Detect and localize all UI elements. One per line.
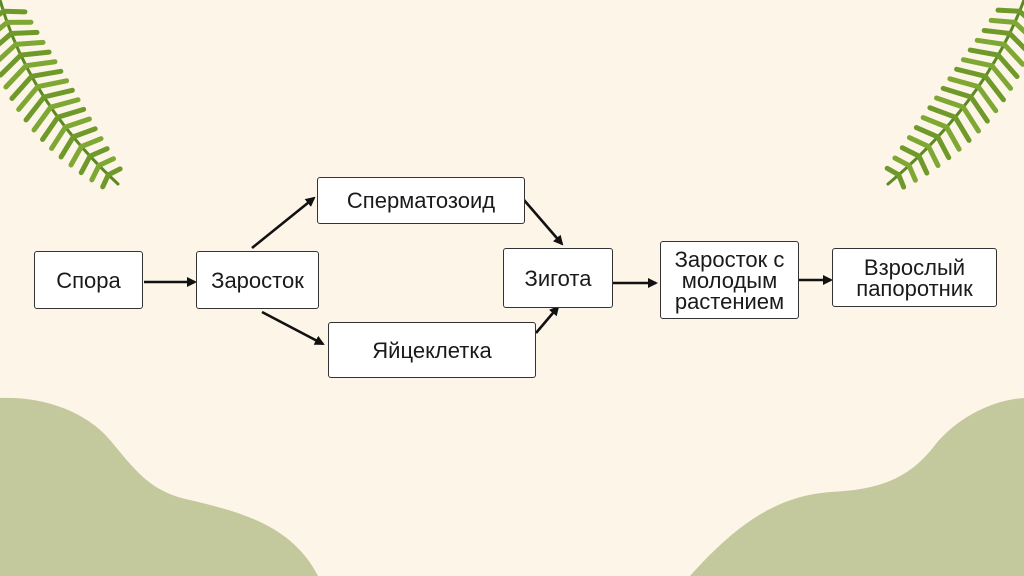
node-zarostok-s-rasteniem-line-2: молодым [682,270,778,291]
arrow-yaytsekletka-zigota [536,307,558,333]
node-zarostok-s-rasteniem-line-3: растением [675,291,784,312]
fern-icon [887,0,1024,187]
node-vzroslyy-paporotnik-line-2: папоротник [856,278,972,299]
fern-icon [0,0,120,187]
node-zigota-label: Зигота [525,268,592,289]
node-yaytsekletka: Яйцеклетка [328,322,536,378]
arrow-spermatozoid-zigota [524,200,562,244]
bottom-right-hill [690,398,1024,576]
node-zigota: Зигота [503,248,613,308]
node-zarostok-s-rasteniem: Заросток с молодым растением [660,241,799,319]
node-vzroslyy-paporotnik-line-1: Взрослый [864,257,965,278]
node-spora-label: Спора [56,270,121,291]
node-spermatozoid: Сперматозоид [317,177,525,224]
node-yaytsekletka-label: Яйцеклетка [372,340,491,361]
node-spermatozoid-label: Сперматозоид [347,190,495,211]
node-vzroslyy-paporotnik: Взрослый папоротник [832,248,997,307]
bottom-left-hill [0,398,318,576]
arrow-zarostok-yaytsekletka [262,312,323,344]
node-zarostok-s-rasteniem-line-1: Заросток с [675,249,785,270]
node-zarostok: Заросток [196,251,319,309]
node-zarostok-label: Заросток [211,270,304,291]
node-spora: Спора [34,251,143,309]
arrow-zarostok-spermatozoid [252,198,314,248]
